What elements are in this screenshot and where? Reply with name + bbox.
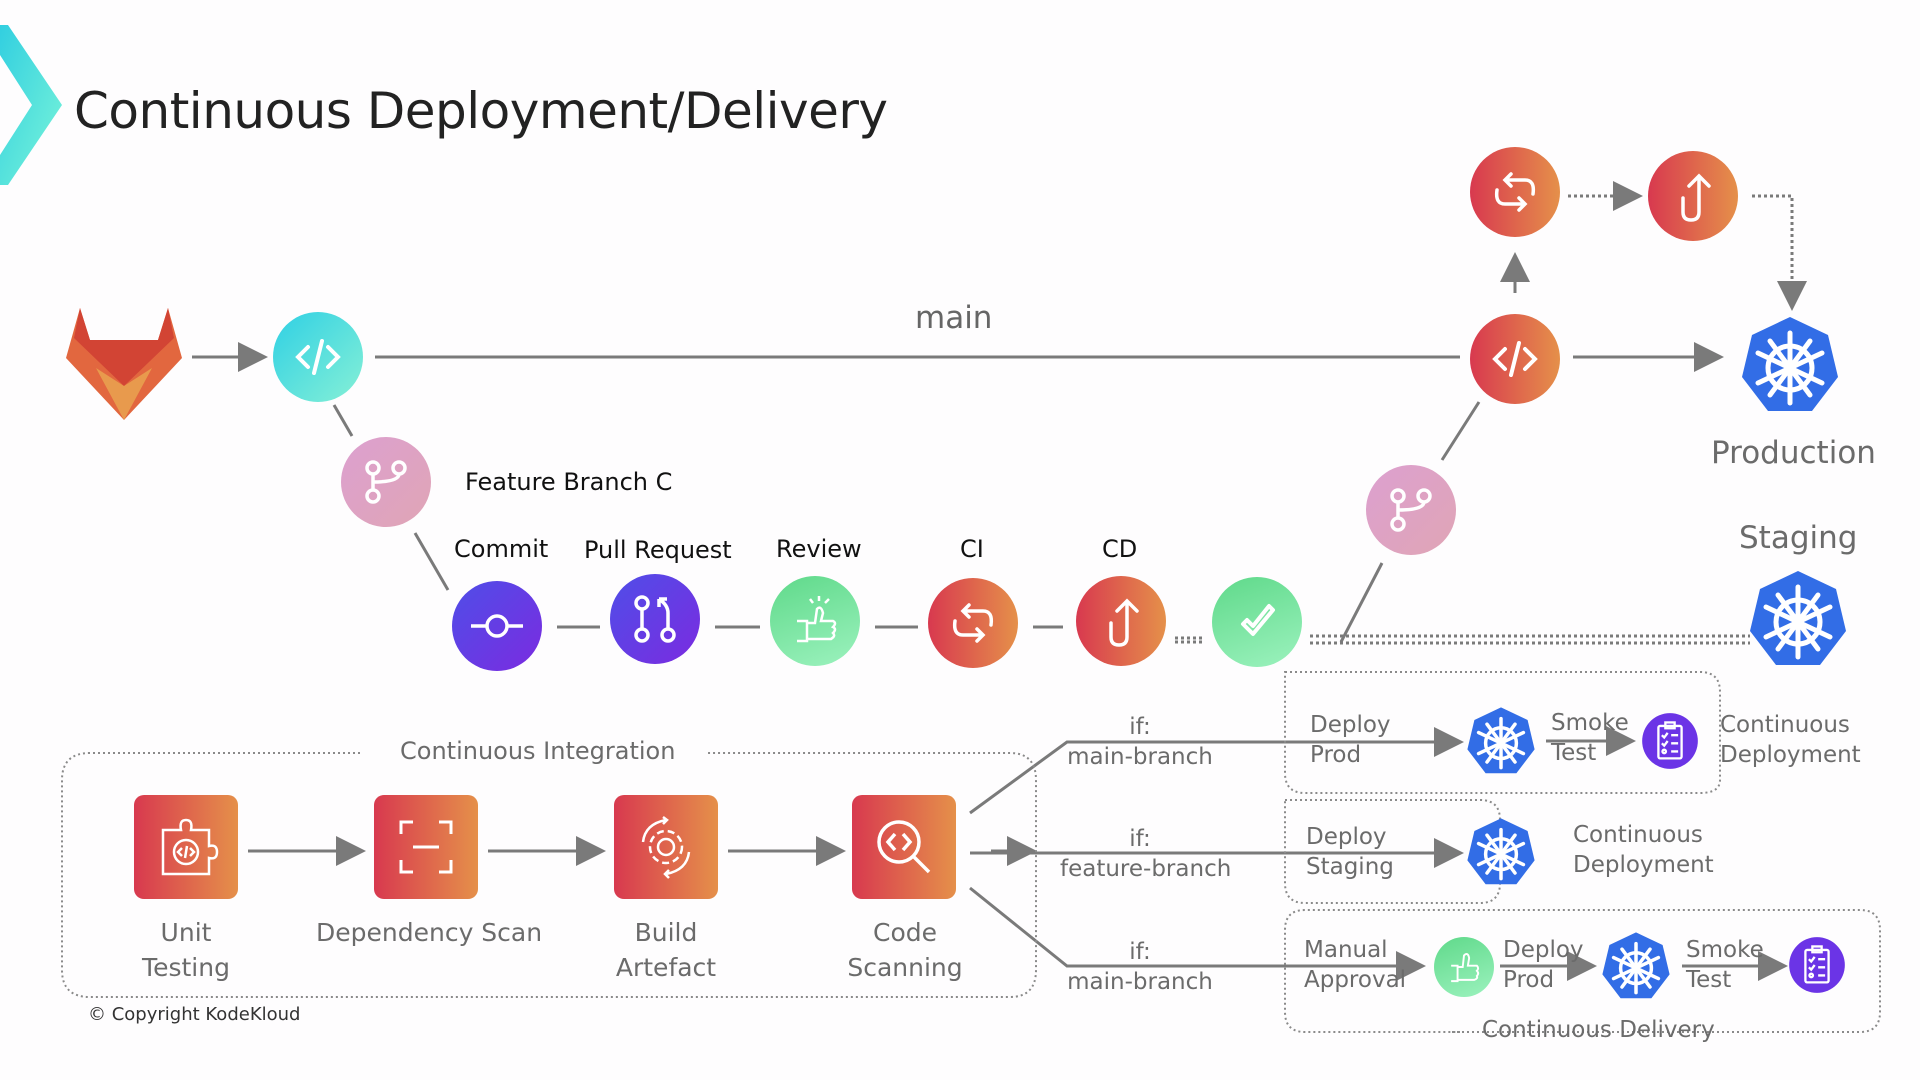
sync-icon (1494, 172, 1536, 212)
cd-prod-test-clipboard-icon[interactable] (1641, 712, 1699, 770)
scan-frame-icon (399, 820, 453, 874)
deploy-arrow-icon (1109, 598, 1139, 647)
delivery-section-title: Continuous Delivery (1482, 1017, 1715, 1043)
main-branch-label: main (915, 300, 993, 336)
ci-node[interactable] (928, 578, 1018, 668)
condition-main-delivery: if:main-branch (1067, 939, 1213, 995)
merge-node[interactable] (1366, 465, 1456, 555)
cd-staging-kubernetes-icon[interactable] (1466, 817, 1536, 887)
puzzle-code-icon (161, 818, 219, 876)
deploy-arrow-icon (1681, 173, 1711, 222)
delivery-test-clipboard-icon[interactable] (1788, 936, 1846, 994)
thumbs-up-icon (1451, 953, 1480, 983)
copyright-text: © Copyright KodeKloud (88, 1004, 301, 1025)
checkmark-icon (1241, 604, 1275, 636)
step-label-ci: CI (960, 535, 984, 563)
production-kubernetes-icon[interactable] (1740, 315, 1840, 415)
code-icon (1492, 341, 1538, 377)
code-scanning-stage[interactable] (852, 795, 956, 899)
main-merge-code-node[interactable] (1470, 314, 1560, 404)
code-icon (295, 339, 341, 375)
staging-label: Staging (1739, 520, 1858, 556)
condition-main-prod: if:main-branch (1067, 714, 1213, 770)
delivery-kubernetes-icon[interactable] (1601, 931, 1671, 1001)
sync-icon (952, 603, 994, 643)
merge-branch-icon (1390, 488, 1432, 532)
main-code-node[interactable] (273, 312, 363, 402)
dependency-scan-label: Dependency Scan (316, 918, 543, 947)
staging-kubernetes-icon[interactable] (1748, 569, 1848, 669)
dependency-scan-stage[interactable] (374, 795, 478, 899)
condition-feature-staging: if:feature-branch (1060, 826, 1232, 882)
cd-node[interactable] (1076, 576, 1166, 666)
feature-branch-label: Feature Branch C (465, 468, 673, 496)
step-label-review: Review (776, 535, 862, 563)
review-node[interactable] (770, 576, 860, 666)
gitlab-logo-icon (66, 308, 182, 420)
gear-cycle-icon (641, 816, 691, 879)
commit-icon (471, 614, 523, 638)
main-cd-node[interactable] (1648, 151, 1738, 241)
build-artefact-stage[interactable] (614, 795, 718, 899)
feature-branch-node[interactable] (341, 437, 431, 527)
branch-icon (365, 460, 407, 504)
step-label-commit: Commit (454, 535, 549, 563)
brand-chevron-logo (0, 25, 62, 185)
page-title: Continuous Deployment/Delivery (74, 82, 888, 140)
checkmark-node[interactable] (1212, 577, 1302, 667)
cd-prod-kubernetes-icon[interactable] (1466, 706, 1536, 776)
production-label: Production (1711, 435, 1876, 471)
thumbs-up-icon (797, 596, 837, 643)
step-label-pull-request: Pull Request (584, 536, 732, 564)
commit-node[interactable] (452, 581, 542, 671)
manual-approval-node[interactable] (1434, 937, 1494, 997)
pull-request-node[interactable] (610, 574, 700, 664)
step-label-cd: CD (1102, 535, 1138, 563)
main-ci-node[interactable] (1470, 147, 1560, 237)
unit-testing-stage[interactable] (134, 795, 238, 899)
pull-request-icon (634, 595, 676, 643)
code-search-icon (877, 820, 931, 874)
ci-section-title: Continuous Integration (400, 737, 676, 765)
